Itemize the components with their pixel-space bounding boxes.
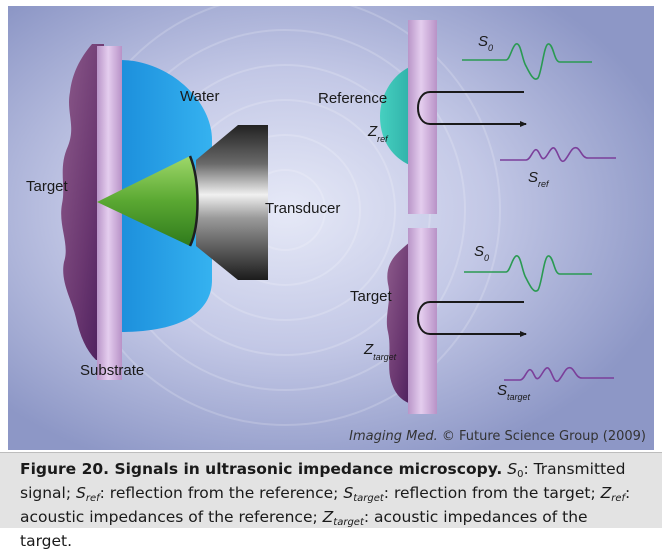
caption-sref-symbol: S [76,484,86,502]
transducer-body [196,125,268,280]
image-credit: Imaging Med. © Future Science Group (200… [349,429,646,444]
label-s-target: Starget [497,382,531,402]
substrate-left [97,46,122,380]
caption-sref-text: : reflection from the reference; [99,484,339,502]
target-reflection-arrow [417,301,527,337]
label-transducer: Transducer [265,200,340,217]
label-reference: Reference [318,90,387,107]
label-z-ref: Zref [367,123,389,144]
label-target-left: Target [26,178,69,195]
caption-zref-sub: ref [611,493,626,504]
reflected-signal-reference [500,146,616,163]
caption-ztarget-symbol: Z [322,508,334,526]
reference-reflection-arrow [417,91,527,127]
caption-zref-text: : acoustic [20,484,631,526]
transducer-cone [97,156,198,246]
substrate-bottom-right [408,228,437,414]
label-target-right: Target [350,288,393,305]
reference-material [380,66,412,166]
transmitted-signal-bottom [464,255,592,292]
caption-starget-sub: target [353,493,384,504]
caption-starget-symbol: S [343,484,354,502]
transmitted-signal-top [462,43,592,80]
label-s0-bottom: S0 [474,243,489,263]
caption-zref-symbol: Z [600,484,612,502]
target-tissue-right [386,242,412,404]
caption-s0-symbol: S [507,460,518,478]
label-s0-top: S0 [478,33,493,53]
reflected-signal-target [504,366,614,383]
caption-line3-text: impedances of the reference; [89,508,318,526]
caption-ztarget-sub: target [333,517,364,528]
caption-starget-text: : reflection from the target; [383,484,596,502]
target-tissue-left [61,44,104,360]
caption-s0-text: : Transmitted signal; [20,460,626,502]
caption-s0-sub: 0 [517,469,524,480]
cone-edge [188,155,199,247]
label-water: Water [180,88,219,105]
label-s-ref: Sref [528,169,550,189]
label-z-target: Ztarget [363,341,397,362]
caption-figure-label: Figure 20. Signals in ultrasonic impedan… [20,460,503,478]
label-substrate: Substrate [80,362,144,379]
caption-sref-sub: ref [85,493,100,504]
figure-caption: Figure 20. Signals in ultrasonic impedan… [0,452,662,550]
ultrasonic-impedance-diagram: Water Target Substrate Transducer Refere… [8,6,654,450]
substrate-top-right [408,20,437,214]
